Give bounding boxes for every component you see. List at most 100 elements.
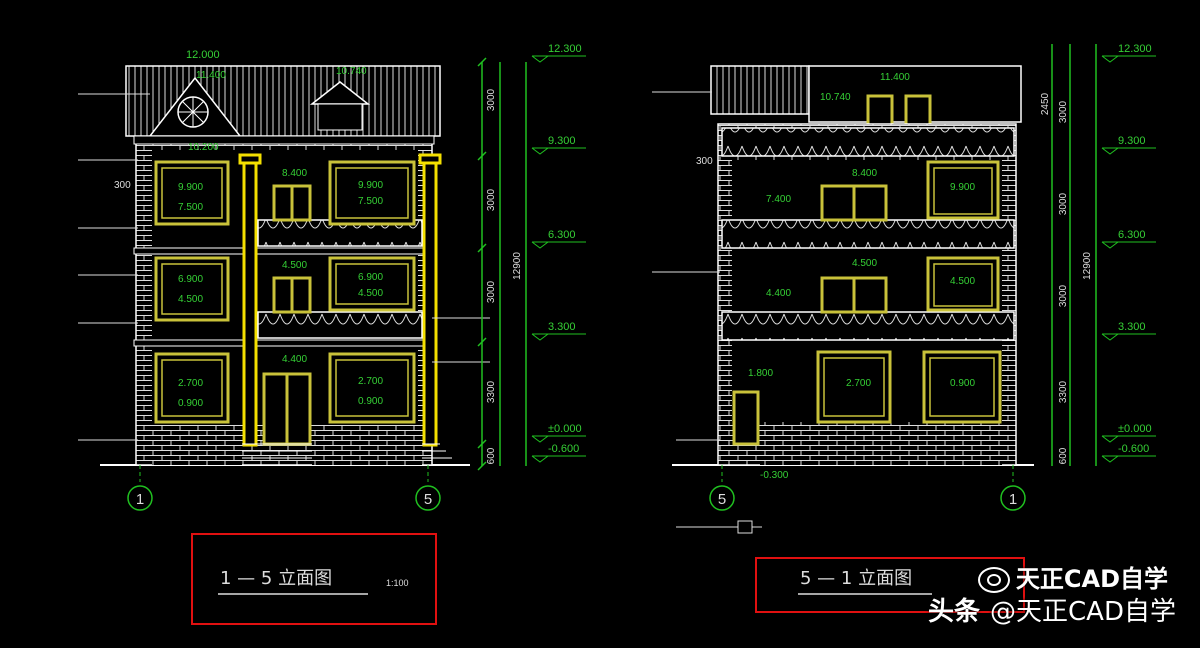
elevation-label: 9.300	[548, 135, 576, 147]
level-label: 10.200	[188, 142, 219, 153]
elevation-label: 12.300	[548, 43, 582, 55]
drawing-scale: 1:100	[386, 578, 409, 588]
elevation-marker	[1101, 241, 1120, 249]
level-label: 10.740	[820, 92, 851, 103]
dimension-label: 3000	[1058, 192, 1069, 215]
window-level-label: 0.900	[358, 396, 383, 407]
title-box	[191, 533, 437, 625]
drawing-title: 5 — 1 立面图	[800, 568, 912, 589]
portico-columns	[238, 153, 442, 447]
dimension-label: 3000	[1058, 284, 1069, 307]
axis-label: 5	[718, 491, 726, 508]
level-label: 7.400	[766, 194, 791, 205]
elevation-label: -0.600	[548, 443, 579, 455]
level-label: 11.400	[196, 70, 226, 81]
axis-label: 1	[136, 491, 144, 508]
window-level-label: 9.900	[178, 182, 203, 193]
dimension-label: 3000	[486, 188, 497, 211]
window-level-label: 9.900	[358, 180, 383, 191]
elevation-label: ±0.000	[548, 423, 582, 435]
level-label: 8.400	[852, 168, 877, 179]
side-door	[732, 390, 760, 446]
window-level-label: 4.500	[358, 288, 383, 299]
right-dimension-column	[1051, 44, 1097, 466]
window-level-label: 0.900	[178, 398, 203, 409]
axis-bubble	[415, 485, 441, 511]
dimension-label: 600	[486, 447, 497, 464]
window-level-label: 6.900	[358, 272, 383, 283]
window-level-label: 2.700	[358, 376, 383, 387]
balcony-railing-2f	[721, 311, 1015, 341]
left-elevation: 12.300 9.300 6.300 3.300 ±0.000 -0.600 3000 30…	[78, 43, 586, 625]
level-label: 4.400	[282, 354, 307, 365]
drawing-title: 1 — 5 立面图	[220, 568, 332, 589]
elevation-marker	[531, 55, 550, 63]
window-level-label: 4.500	[178, 294, 203, 305]
elevation-label: 3.300	[1118, 321, 1146, 333]
elevation-label: 3.300	[548, 321, 576, 333]
elevation-label: 9.300	[1118, 135, 1146, 147]
title-box	[755, 557, 1025, 613]
level-label: 8.400	[282, 168, 307, 179]
axis-bubble	[1000, 485, 1026, 511]
dimension-label: 3300	[1058, 380, 1069, 403]
axis-line	[139, 465, 429, 482]
right-elevation: 12.300 9.300 6.300 3.300 ±0.000 -0.600 3000 30…	[652, 43, 1156, 613]
dimension-label: 2450	[1040, 92, 1051, 115]
elevation-marker	[1101, 147, 1120, 155]
level-label: 1.800	[748, 368, 773, 379]
side-dimension-label: 300	[114, 180, 131, 191]
roof	[710, 65, 810, 115]
axis-label: 1	[1009, 491, 1017, 508]
window-level-label: 0.900	[950, 378, 975, 389]
axis-bubble	[709, 485, 735, 511]
watermark-bottom: 头条@天正CAD自学	[928, 597, 1176, 627]
level-label: 4.500	[852, 258, 877, 269]
left-windows	[154, 160, 416, 446]
elevation-marker	[1101, 455, 1120, 463]
dimension-label: 3000	[486, 280, 497, 303]
dimension-label: 600	[1058, 447, 1069, 464]
side-dimension-label: 300	[696, 156, 713, 167]
level-label: 10.740	[336, 66, 367, 77]
total-dimension-label: 12900	[1082, 252, 1093, 280]
window-level-label: 7.500	[358, 196, 383, 207]
elevation-marker	[531, 241, 550, 249]
window-level-label: 6.900	[178, 274, 203, 285]
window-level-label: 2.700	[846, 378, 871, 389]
elevation-marker	[1101, 435, 1120, 443]
balcony-railing-2f	[257, 311, 423, 339]
elevation-marker	[531, 333, 550, 341]
level-label: -0.300	[760, 470, 789, 481]
elevation-label: 6.300	[548, 229, 576, 241]
window-level-label: 4.500	[950, 276, 975, 287]
left-dimension-column	[477, 57, 527, 471]
elevation-marker	[531, 455, 550, 463]
level-label: 4.500	[282, 260, 307, 271]
total-dimension-label: 12900	[512, 252, 523, 280]
dimension-label: 3000	[1058, 100, 1069, 123]
dimension-label: 12.000	[186, 49, 220, 61]
elevation-marker	[531, 435, 550, 443]
right-windows	[732, 160, 1002, 446]
dimension-label: 3300	[486, 380, 497, 403]
watermark: 天正CAD自学 头条@天正CAD自学	[928, 565, 1176, 628]
elevation-marker	[1101, 333, 1120, 341]
level-label: 11.400	[880, 72, 910, 83]
balcony-railing-4f	[721, 127, 1015, 157]
wechat-icon	[977, 567, 1010, 593]
elevation-label: ±0.000	[1118, 423, 1152, 435]
elevation-label: 12.300	[1118, 43, 1152, 55]
axis-label: 5	[424, 491, 432, 508]
window-level-label: 2.700	[178, 378, 203, 389]
dimension-label: 3000	[486, 88, 497, 111]
window-level-label: 9.900	[950, 182, 975, 193]
elevation-label: 6.300	[1118, 229, 1146, 241]
axis-bubble	[127, 485, 153, 511]
balcony-railing-3f	[721, 219, 1015, 249]
watermark-top: 天正CAD自学	[977, 559, 1168, 594]
elevation-label: -0.600	[1118, 443, 1149, 455]
window-level-label: 7.500	[178, 202, 203, 213]
elevation-marker	[1101, 55, 1120, 63]
